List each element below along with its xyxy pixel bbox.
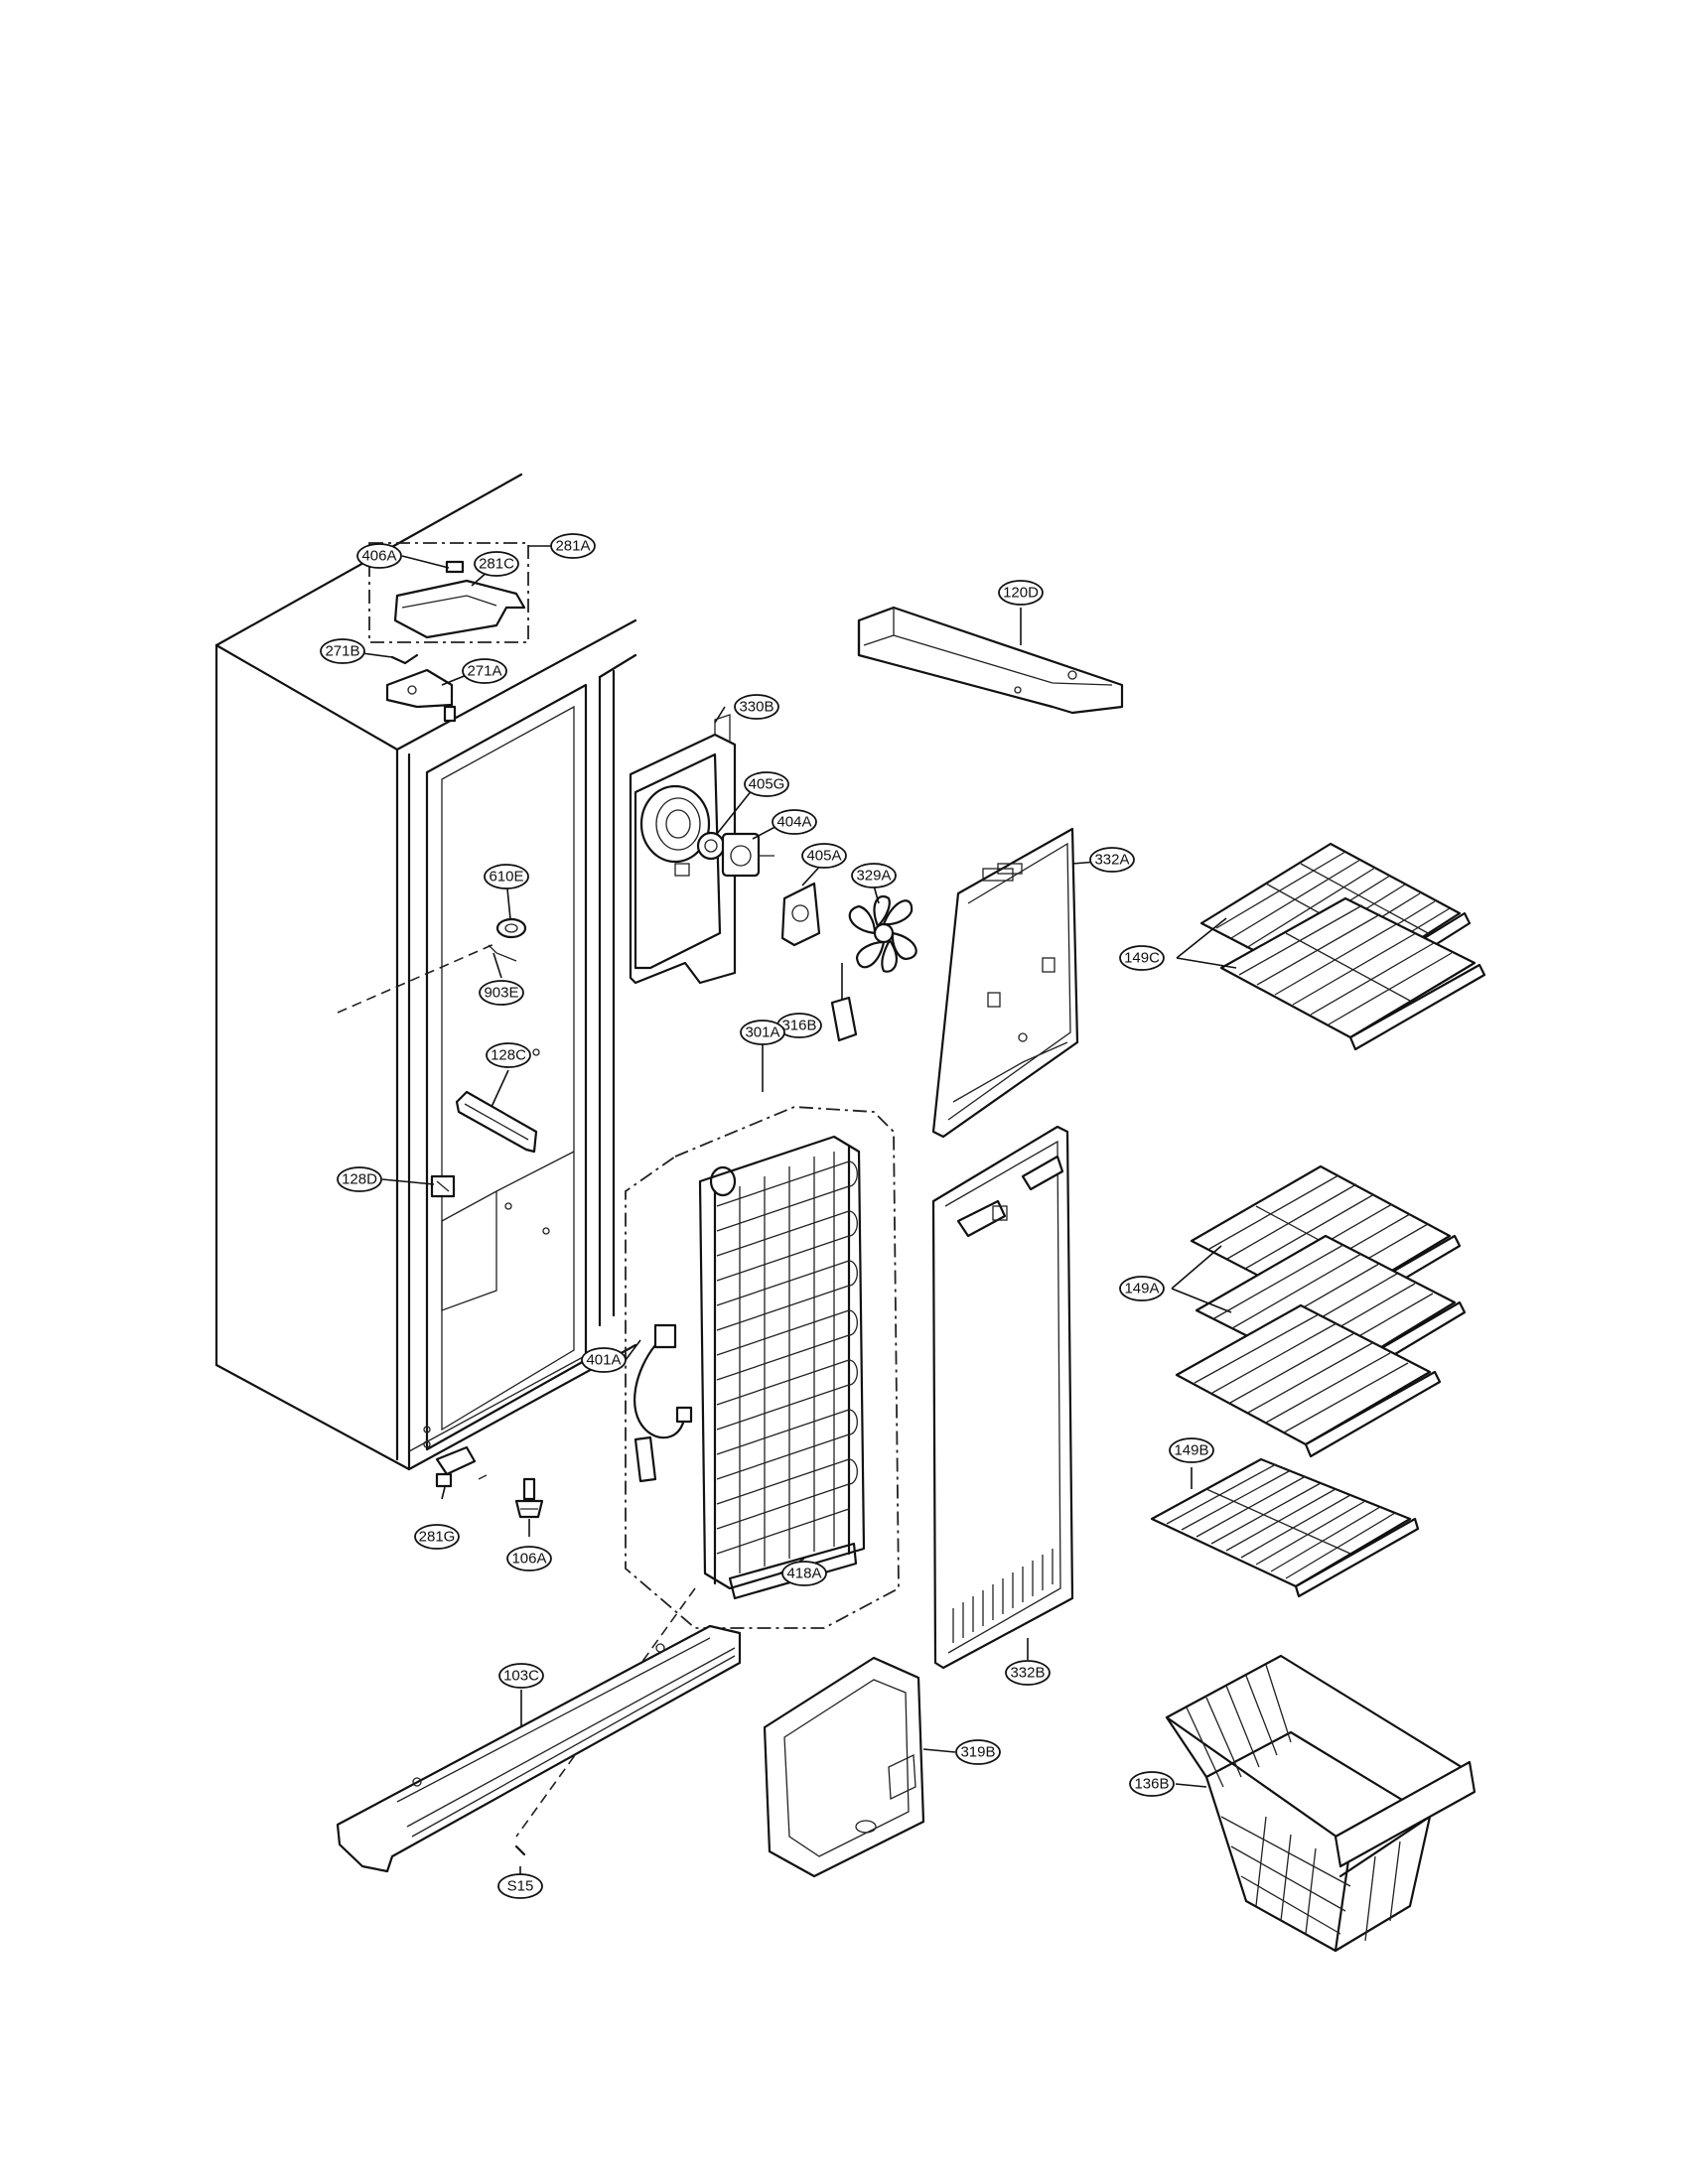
part-271-bracket xyxy=(385,653,457,723)
callout-label: 319B xyxy=(960,1744,995,1761)
part-405G-clip xyxy=(696,831,726,861)
callout-120d: 120D xyxy=(998,580,1044,606)
callout-label: 405A xyxy=(806,848,841,865)
callout-149b: 149B xyxy=(1169,1437,1214,1463)
part-610E-ring xyxy=(488,917,527,962)
part-281G-hinge xyxy=(435,1445,488,1488)
callout-label: 332B xyxy=(1010,1665,1045,1682)
callout-s15: S15 xyxy=(497,1873,543,1899)
callout-149c: 149C xyxy=(1119,945,1165,971)
part-S15-screw xyxy=(514,1844,526,1856)
callout-271b: 271B xyxy=(320,638,365,664)
part-404A-motor xyxy=(721,832,774,878)
part-128C-rail xyxy=(455,1090,538,1154)
callout-128d: 128D xyxy=(337,1166,382,1192)
callout-label: 128D xyxy=(342,1171,377,1188)
callout-label: 149C xyxy=(1124,950,1160,967)
callout-319b: 319B xyxy=(955,1739,1001,1765)
callout-406a: 406A xyxy=(356,543,402,569)
leader-lines xyxy=(361,545,1237,1874)
part-120D-duct xyxy=(857,606,1124,715)
part-149A-shelves xyxy=(1175,1164,1467,1458)
part-330B-fan-shroud xyxy=(629,714,737,985)
callout-329a: 329A xyxy=(851,863,897,888)
part-332B-panel xyxy=(931,1125,1074,1670)
callout-128c: 128C xyxy=(486,1042,531,1068)
part-103C-grille xyxy=(336,1624,742,1873)
callout-label: 301A xyxy=(745,1024,779,1041)
part-106A-foot xyxy=(514,1477,544,1519)
callout-label: 271B xyxy=(325,643,359,660)
callout-label: 149A xyxy=(1124,1281,1159,1297)
callout-label: 281G xyxy=(419,1529,456,1546)
callout-418a: 418A xyxy=(781,1561,827,1586)
callout-330b: 330B xyxy=(734,694,779,720)
callout-404a: 404A xyxy=(772,809,817,835)
callout-label: 332A xyxy=(1094,852,1129,869)
callout-332a: 332A xyxy=(1089,847,1135,873)
callout-label: 271A xyxy=(467,663,501,680)
callout-405a: 405A xyxy=(801,843,847,869)
callout-label: 401A xyxy=(586,1352,621,1369)
callout-301a: 301A xyxy=(740,1020,785,1045)
part-316B-block xyxy=(830,996,858,1042)
callout-label: 329A xyxy=(856,868,891,885)
callout-label: 610E xyxy=(489,869,523,886)
callout-281g: 281G xyxy=(414,1524,460,1550)
callout-271a: 271A xyxy=(462,658,507,684)
callout-label: 128C xyxy=(491,1047,526,1064)
callout-401a: 401A xyxy=(581,1347,627,1373)
callout-label: 103C xyxy=(503,1668,539,1685)
callout-label: 120D xyxy=(1003,585,1039,602)
callout-903e: 903E xyxy=(479,980,524,1006)
part-405A-bracket xyxy=(780,882,821,947)
part-149B-wire-shelf xyxy=(1150,1457,1420,1598)
callout-label: 316B xyxy=(781,1018,816,1034)
part-332A-panel xyxy=(931,827,1079,1139)
callout-281c: 281C xyxy=(474,551,519,577)
part-136B-basket xyxy=(1165,1654,1477,1953)
part-149C-shelves xyxy=(1199,842,1486,1051)
callout-281a: 281A xyxy=(550,533,596,559)
callout-label: 149B xyxy=(1174,1442,1208,1459)
callout-610e: 610E xyxy=(484,864,529,889)
callout-label: 281C xyxy=(479,556,514,573)
part-401A-heater xyxy=(633,1323,693,1483)
callout-label: S15 xyxy=(507,1878,534,1895)
callout-405g: 405G xyxy=(744,771,789,797)
callout-label: 106A xyxy=(511,1551,546,1568)
callout-label: 405G xyxy=(749,776,785,793)
callout-label: 330B xyxy=(739,699,774,716)
callout-label: 281A xyxy=(555,538,590,555)
callout-149a: 149A xyxy=(1119,1276,1165,1301)
part-128D-bracket xyxy=(430,1174,456,1198)
callout-103c: 103C xyxy=(498,1663,544,1689)
callout-136b: 136B xyxy=(1129,1771,1175,1797)
callout-332b: 332B xyxy=(1005,1660,1051,1686)
part-319B-cover xyxy=(763,1656,925,1878)
callout-labels: 281A 406A 281C 271B 271A 120D 330B 405G 404A 405A… xyxy=(320,533,1214,1899)
callout-106a: 106A xyxy=(506,1546,552,1571)
part-301A-evaporator xyxy=(625,1106,900,1629)
callout-label: 406A xyxy=(361,548,396,565)
callout-label: 418A xyxy=(786,1566,821,1582)
part-281A-assembly xyxy=(368,542,529,643)
callout-label: 903E xyxy=(484,985,518,1002)
callout-label: 136B xyxy=(1134,1776,1169,1793)
part-329A-fan-blade xyxy=(848,895,917,973)
callout-label: 404A xyxy=(776,814,811,831)
